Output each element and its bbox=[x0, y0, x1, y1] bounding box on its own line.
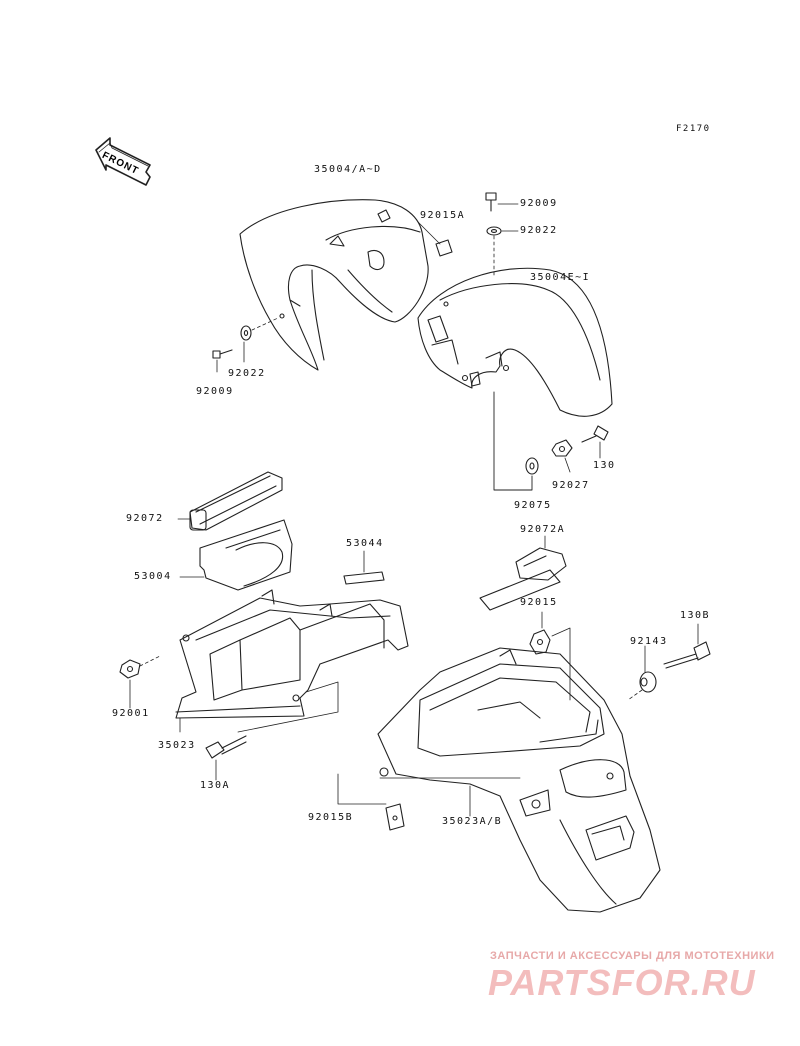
watermark-logo: PARTSFOR.RU bbox=[488, 962, 756, 1003]
label-92022-left: 92022 bbox=[228, 368, 266, 379]
label-35004-e-i: 35004E~I bbox=[530, 272, 591, 283]
label-92001: 92001 bbox=[112, 708, 150, 719]
figure-code: F2170 bbox=[676, 124, 711, 134]
label-35004-a-d: 35004/A~D bbox=[314, 164, 382, 175]
pad-53044 bbox=[343, 550, 385, 585]
clip-92015-icon bbox=[529, 611, 571, 701]
label-92009-top: 92009 bbox=[520, 198, 558, 209]
grommet-92075-icon bbox=[493, 391, 539, 491]
strap-92072a bbox=[479, 535, 567, 611]
strap-92072 bbox=[177, 471, 283, 531]
bolt-130a-icon bbox=[205, 735, 247, 781]
label-35023a-b: 35023A/B bbox=[442, 816, 503, 827]
clip-92015a-icon bbox=[417, 221, 453, 257]
label-130: 130 bbox=[593, 460, 616, 471]
front-fender-a-d bbox=[239, 199, 429, 371]
label-92015b: 92015B bbox=[308, 812, 354, 823]
label-130b: 130B bbox=[680, 610, 711, 621]
label-35023: 35023 bbox=[158, 740, 196, 751]
nut-92027-icon bbox=[551, 439, 573, 473]
clip-92015b-icon bbox=[337, 773, 405, 831]
watermark-tagline: ЗАПЧАСТИ И АКСЕССУАРЫ ДЛЯ МОТОТЕХНИКИ bbox=[490, 950, 775, 962]
label-92027: 92027 bbox=[552, 480, 590, 491]
label-92015a: 92015A bbox=[420, 210, 466, 221]
label-92022-top: 92022 bbox=[520, 225, 558, 236]
label-92143: 92143 bbox=[630, 636, 668, 647]
bolt-92009-top-icon bbox=[485, 192, 519, 212]
label-92072a: 92072A bbox=[520, 524, 566, 535]
bolt-92001-icon bbox=[119, 655, 161, 709]
pad-53004 bbox=[179, 519, 293, 591]
label-92015: 92015 bbox=[520, 597, 558, 608]
front-fender-e-i bbox=[417, 267, 613, 417]
undertray-35023 bbox=[175, 589, 409, 733]
front-arrow-icon bbox=[95, 137, 151, 186]
bolt-130-icon bbox=[581, 425, 609, 459]
collar-92143-icon bbox=[627, 645, 657, 701]
washer-92022-top-icon bbox=[486, 226, 519, 276]
label-92072: 92072 bbox=[126, 513, 164, 524]
bolt-92009-left-icon bbox=[212, 349, 233, 373]
label-92075: 92075 bbox=[514, 500, 552, 511]
label-92009-left: 92009 bbox=[196, 386, 234, 397]
label-130a: 130A bbox=[200, 780, 231, 791]
bolt-130b-icon bbox=[663, 623, 711, 669]
label-53004: 53004 bbox=[134, 571, 172, 582]
label-53044: 53044 bbox=[346, 538, 384, 549]
rear-fender-35023a-b bbox=[377, 647, 661, 913]
washer-92022-left-icon bbox=[240, 317, 279, 363]
